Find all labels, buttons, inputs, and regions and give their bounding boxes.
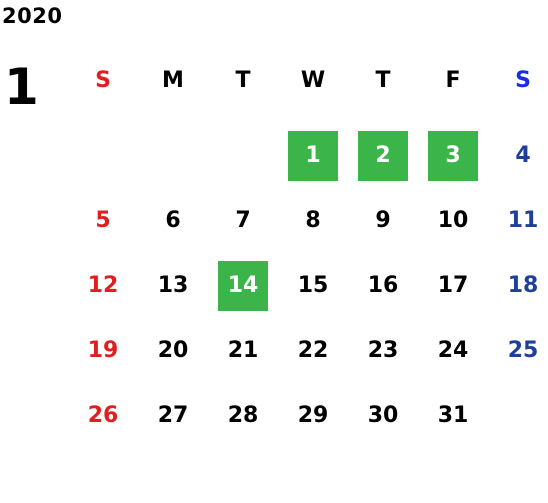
calendar-day-cell: 7: [208, 188, 278, 253]
calendar-day-number: 7: [235, 208, 251, 233]
calendar-empty-cell: [208, 123, 278, 188]
calendar-day-cell: 27: [138, 383, 208, 448]
calendar-day-cell: 30: [348, 383, 418, 448]
calendar-empty-cell: [68, 123, 138, 188]
calendar-day-cell: 19: [68, 318, 138, 383]
month-number: 1: [4, 58, 39, 116]
weekday-saturday: S: [515, 68, 531, 93]
calendar-day-number: 20: [157, 338, 189, 363]
calendar-day-number: 1: [288, 130, 338, 181]
weekday-tuesday: T: [235, 68, 251, 93]
calendar-day-cell: 3: [418, 123, 488, 188]
calendar-day-cell: 20: [138, 318, 208, 383]
calendar-day-number: 21: [227, 338, 259, 363]
calendar-day-number: 6: [165, 208, 181, 233]
calendar-day-cell: 4: [488, 123, 548, 188]
weekday-sunday: S: [95, 68, 111, 93]
calendar-day-cell: 2: [348, 123, 418, 188]
calendar-day-cell: 12: [68, 253, 138, 318]
weekday-friday: F: [445, 68, 461, 93]
calendar-day-number: 12: [87, 273, 119, 298]
calendar-day-cell: 9: [348, 188, 418, 253]
calendar-day-number: 17: [437, 273, 469, 298]
calendar-day-number: 4: [515, 143, 531, 168]
calendar-day-cell: 26: [68, 383, 138, 448]
calendar-day-number: 13: [157, 273, 189, 298]
calendar-day-cell: 17: [418, 253, 488, 318]
calendar-day-number: 10: [437, 208, 469, 233]
calendar-day-number: 22: [297, 338, 329, 363]
calendar-day-cell: 22: [278, 318, 348, 383]
calendar-day-number: 19: [87, 338, 119, 363]
calendar-day-cell: 18: [488, 253, 548, 318]
calendar-day-number: 26: [87, 403, 119, 428]
calendar-day-cell: 5: [68, 188, 138, 253]
calendar-day-number: 5: [95, 208, 111, 233]
calendar-empty-cell: [138, 123, 208, 188]
calendar-day-number: 16: [367, 273, 399, 298]
calendar-day-number: 27: [157, 403, 189, 428]
calendar-day-number: 8: [305, 208, 321, 233]
calendar-day-cell: 28: [208, 383, 278, 448]
calendar-day-cell: 6: [138, 188, 208, 253]
calendar-day-cell: 8: [278, 188, 348, 253]
weekday-monday: M: [162, 68, 184, 93]
calendar-day-cell: 24: [418, 318, 488, 383]
calendar-day-number: 11: [507, 208, 539, 233]
calendar-day-cell: 11: [488, 188, 548, 253]
calendar-day-number: 28: [227, 403, 259, 428]
year-label: 2020: [2, 4, 63, 28]
calendar-day-cell: 31: [418, 383, 488, 448]
weekday-wednesday: W: [300, 68, 326, 93]
calendar-day-number: 23: [367, 338, 399, 363]
calendar-day-number: 31: [437, 403, 469, 428]
calendar-day-number: 14: [218, 260, 268, 311]
calendar-day-number: 3: [428, 130, 478, 181]
calendar-day-cell: 29: [278, 383, 348, 448]
calendar-day-cell: 23: [348, 318, 418, 383]
calendar-day-cell: 1: [278, 123, 348, 188]
calendar-day-cell: 25: [488, 318, 548, 383]
calendar-day-number: 18: [507, 273, 539, 298]
calendar-day-number: 2: [358, 130, 408, 181]
calendar-day-number: 29: [297, 403, 329, 428]
calendar-day-cell: 21: [208, 318, 278, 383]
calendar-day-cell: 13: [138, 253, 208, 318]
calendar-day-cell: 14: [208, 253, 278, 318]
calendar-day-number: 9: [375, 208, 391, 233]
calendar-day-number: 24: [437, 338, 469, 363]
calendar-day-number: 15: [297, 273, 329, 298]
weekday-thursday: T: [375, 68, 391, 93]
calendar-day-number: 30: [367, 403, 399, 428]
calendar-day-cell: 10: [418, 188, 488, 253]
calendar-empty-cell: [488, 383, 548, 448]
calendar-day-number: 25: [507, 338, 539, 363]
calendar-day-cell: 15: [278, 253, 348, 318]
calendar-day-cell: 16: [348, 253, 418, 318]
